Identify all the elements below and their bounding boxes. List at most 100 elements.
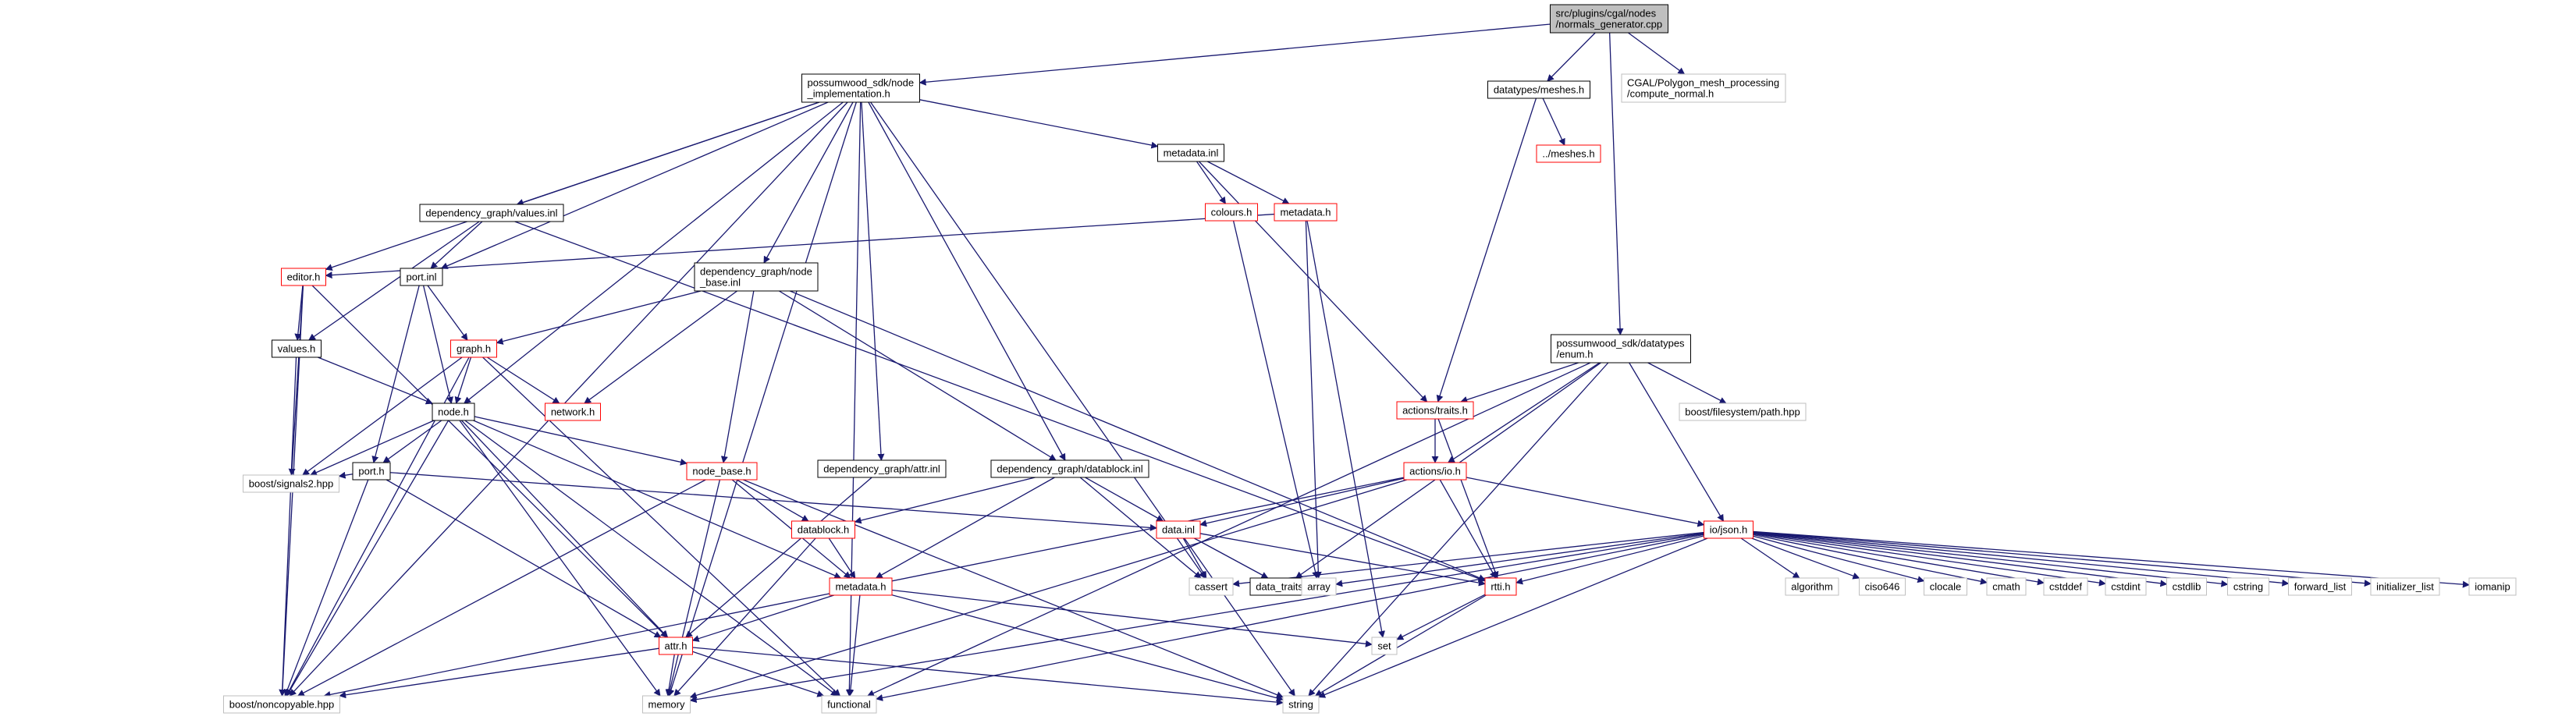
node-box: [2227, 577, 2269, 596]
node-dg_nodebase[interactable]: dependency_graph/node_base.inl: [694, 262, 819, 292]
node-boost_noncopy: boost/noncopyable.hpp: [223, 695, 340, 714]
node-label: network.h: [551, 406, 595, 418]
edge-nodeimpl-to-functional: [845, 101, 862, 697]
node-metadata_h2[interactable]: metadata.h: [829, 577, 893, 596]
edge-io_json-to-string: [1318, 537, 1708, 698]
edge-attr_h-to-boost_noncopy: [339, 647, 659, 699]
edge-io_json-to-rtti: [1515, 535, 1704, 585]
node-label: string: [1288, 699, 1313, 711]
edge-nodeimpl-to-editor: [325, 101, 820, 271]
node-box: [545, 403, 601, 421]
edge-enum_h-to-string: [1308, 362, 1609, 697]
node-dg_datablock[interactable]: dependency_graph/datablock.inl: [990, 459, 1149, 478]
edge-node_h-to-attr_h: [460, 420, 669, 638]
node-label: graph.h: [457, 343, 491, 355]
edge-dg_datablock-to-data_inl: [1085, 477, 1164, 522]
node-label: cstdint: [2111, 581, 2141, 593]
node-editor[interactable]: editor.h: [281, 268, 326, 286]
node-label: io/json.h: [1710, 524, 1747, 536]
edge-node_h-to-boost_noncopy: [286, 420, 449, 697]
edge-nodeimpl-to-port_inl: [440, 101, 829, 269]
node-label: boost/signals2.hpp: [249, 478, 333, 490]
edge-rtti-to-set: [1396, 594, 1486, 640]
edge-editor-to-values_h: [294, 285, 304, 341]
node-cstddef: cstddef: [2043, 577, 2088, 596]
edge-attr_h-to-string: [692, 647, 1284, 706]
node-colours[interactable]: colours.h: [1205, 203, 1258, 222]
node-graph_h[interactable]: graph.h: [450, 339, 497, 358]
edge-node_base-to-datablock_h: [736, 479, 809, 522]
edge-nodeimpl-to-cassert: [870, 101, 1206, 579]
node-node_base[interactable]: node_base.h: [686, 462, 758, 481]
node-cmath: cmath: [1986, 577, 2027, 596]
edge-data_inl-to-rtti: [1199, 533, 1486, 587]
node-box: [2288, 577, 2352, 596]
node-node_h[interactable]: node.h: [432, 403, 475, 421]
node-meshes_up[interactable]: ../meshes.h: [1536, 144, 1601, 163]
node-box: [1371, 637, 1398, 655]
edge-dg_values-to-rtti: [514, 221, 1486, 582]
node-dg_values[interactable]: dependency_graph/values.inl: [419, 204, 564, 222]
node-actions_traits[interactable]: actions/traits.h: [1396, 401, 1474, 420]
edge-datablock_h-to-memory: [673, 537, 816, 697]
edge-io_json-to-cstdint: [1753, 532, 2106, 587]
node-dt_meshes[interactable]: datatypes/meshes.h: [1487, 80, 1590, 99]
node-box: [791, 520, 855, 539]
edge-actions_io-to-data_inl: [1199, 477, 1405, 527]
node-label: cstddef: [2049, 581, 2082, 593]
node-label: metadata.inl: [1164, 147, 1219, 159]
node-rtti[interactable]: rtti.h: [1484, 577, 1517, 596]
node-attr_h[interactable]: attr.h: [659, 637, 693, 655]
node-box: [642, 695, 691, 714]
node-values_h[interactable]: values.h: [272, 339, 322, 358]
node-port_h[interactable]: port.h: [352, 462, 391, 481]
edge-node_h-to-node_base: [474, 416, 688, 466]
node-port_inl[interactable]: port.inl: [400, 268, 443, 286]
node-label: possumwood_sdk/node: [808, 77, 915, 89]
node-data_inl[interactable]: data.inl: [1156, 520, 1201, 539]
node-label: forward_list: [2294, 581, 2347, 593]
node-metadata_h[interactable]: metadata.h: [1274, 203, 1338, 222]
node-box: [1859, 577, 1906, 596]
edge-nodeimpl-to-dg_datablock: [868, 101, 1066, 461]
edge-root-to-cgal_norm: [1628, 32, 1686, 75]
edge-port_h-to-boost_signals: [338, 471, 354, 479]
edge-nodeimpl-to-dg_attr: [861, 101, 885, 461]
node-nodeimpl[interactable]: possumwood_sdk/node_implementation.h: [801, 73, 920, 103]
node-io_json[interactable]: io/json.h: [1704, 520, 1753, 539]
node-label: datatypes/meshes.h: [1494, 84, 1584, 96]
node-box: [1924, 577, 1967, 596]
node-data_traits[interactable]: data_traits.h: [1249, 577, 1318, 596]
edge-io_json-to-forward_list: [1753, 531, 2290, 587]
node-label: node_base.h: [692, 466, 751, 477]
edge-io_json-to-cstdlib: [1753, 532, 2168, 587]
node-label: dependency_graph/node: [700, 266, 812, 278]
node-set: set: [1371, 637, 1398, 655]
edge-io_json-to-cassert: [1232, 531, 1704, 587]
node-label: cassert: [1195, 581, 1228, 593]
node-metadata_inl[interactable]: metadata.inl: [1157, 144, 1224, 162]
node-box: [1157, 144, 1224, 162]
edge-io_json-to-ciso646: [1751, 537, 1860, 580]
node-functional: functional: [821, 695, 877, 714]
node-actions_io[interactable]: actions/io.h: [1403, 462, 1467, 481]
node-datablock_h[interactable]: datablock.h: [791, 520, 855, 539]
node-label: dependency_graph/values.inl: [425, 207, 557, 219]
edge-colours-to-array: [1232, 220, 1319, 579]
node-box: [1301, 577, 1337, 596]
edge-dt_meshes-to-actions_traits: [1436, 98, 1537, 403]
node-label: clocale: [1930, 581, 1961, 593]
edge-dg_values-to-port_inl: [430, 221, 483, 269]
node-enum_h[interactable]: possumwood_sdk/datatypes/enum.h: [1551, 334, 1691, 364]
node-label: /enum.h: [1557, 349, 1594, 360]
node-label: iomanip: [2475, 581, 2510, 593]
node-network[interactable]: network.h: [545, 403, 601, 421]
edge-actions_traits-to-rtti: [1437, 418, 1499, 579]
node-root[interactable]: src/plugins/cgal/nodes/normals_generator…: [1550, 4, 1668, 34]
edge-nodeimpl-to-metadata_inl: [919, 99, 1159, 149]
node-clocale: clocale: [1924, 577, 1967, 596]
node-label: src/plugins/cgal/nodes: [1556, 8, 1657, 20]
node-dg_attr[interactable]: dependency_graph/attr.inl: [817, 459, 947, 478]
node-label: dependency_graph/datablock.inl: [997, 463, 1142, 475]
